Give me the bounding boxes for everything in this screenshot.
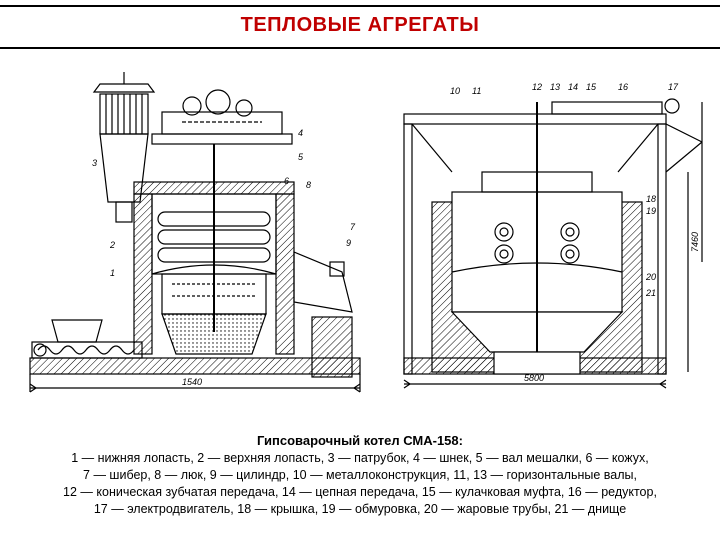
callout-4: 4 xyxy=(298,128,303,138)
top-divider xyxy=(0,5,720,7)
callout-20: 20 xyxy=(645,272,656,282)
right-callouts: 10 11 12 13 14 15 16 17 18 19 20 21 xyxy=(450,82,679,298)
callout-11: 11 xyxy=(472,86,481,96)
caption-line-2: 7 — шибер, 8 — люк, 9 — цилиндр, 10 — ме… xyxy=(83,468,637,482)
callout-7: 7 xyxy=(350,222,356,232)
callout-2: 2 xyxy=(109,240,115,250)
left-view xyxy=(29,72,361,393)
callout-8: 8 xyxy=(306,180,311,190)
callout-15: 15 xyxy=(586,82,597,92)
boiler-housing xyxy=(133,144,295,355)
top-drive-assembly xyxy=(151,89,293,145)
callout-21: 21 xyxy=(645,288,656,298)
callout-10: 10 xyxy=(450,86,460,96)
dimensions: 1540 5800 7460 xyxy=(182,232,700,387)
callout-14: 14 xyxy=(568,82,578,92)
drum-body xyxy=(431,102,643,373)
callout-19: 19 xyxy=(646,206,656,216)
caption-title: Гипсоварочный котел СМА-158: xyxy=(257,433,463,448)
callout-5: 5 xyxy=(298,152,304,162)
technical-drawing: 3 2 1 4 5 6 8 7 9 10 11 12 13 14 15 16 1… xyxy=(12,62,708,422)
callout-12: 12 xyxy=(532,82,542,92)
title-divider xyxy=(0,47,720,49)
callout-3: 3 xyxy=(92,158,97,168)
callout-6: 6 xyxy=(284,176,289,186)
caption-line-4: 17 — электродвигатель, 18 — крышка, 19 —… xyxy=(93,502,627,516)
left-foundation xyxy=(29,357,361,393)
callout-9: 9 xyxy=(346,238,351,248)
callout-1: 1 xyxy=(110,268,115,278)
caption-line-1: 1 — нижняя лопасть, 2 — верхняя лопасть,… xyxy=(71,451,649,465)
callout-18: 18 xyxy=(646,194,656,204)
left-callouts: 3 2 1 4 5 6 8 7 9 xyxy=(92,128,356,278)
right-view xyxy=(403,98,703,389)
callout-13: 13 xyxy=(550,82,560,92)
callout-16: 16 xyxy=(618,82,628,92)
dimension-right: 5800 xyxy=(524,373,544,383)
caption: Гипсоварочный котел СМА-158: 1 — нижняя … xyxy=(0,432,720,518)
screw-conveyor xyxy=(31,319,143,359)
dimension-left: 1540 xyxy=(182,377,202,387)
dimension-height: 7460 xyxy=(690,232,700,252)
slide-title: ТЕПЛОВЫЕ АГРЕГАТЫ xyxy=(240,14,480,36)
caption-line-3: 12 — коническая зубчатая передача, 14 — … xyxy=(63,485,657,499)
right-foundation xyxy=(403,172,689,389)
callout-17: 17 xyxy=(668,82,679,92)
